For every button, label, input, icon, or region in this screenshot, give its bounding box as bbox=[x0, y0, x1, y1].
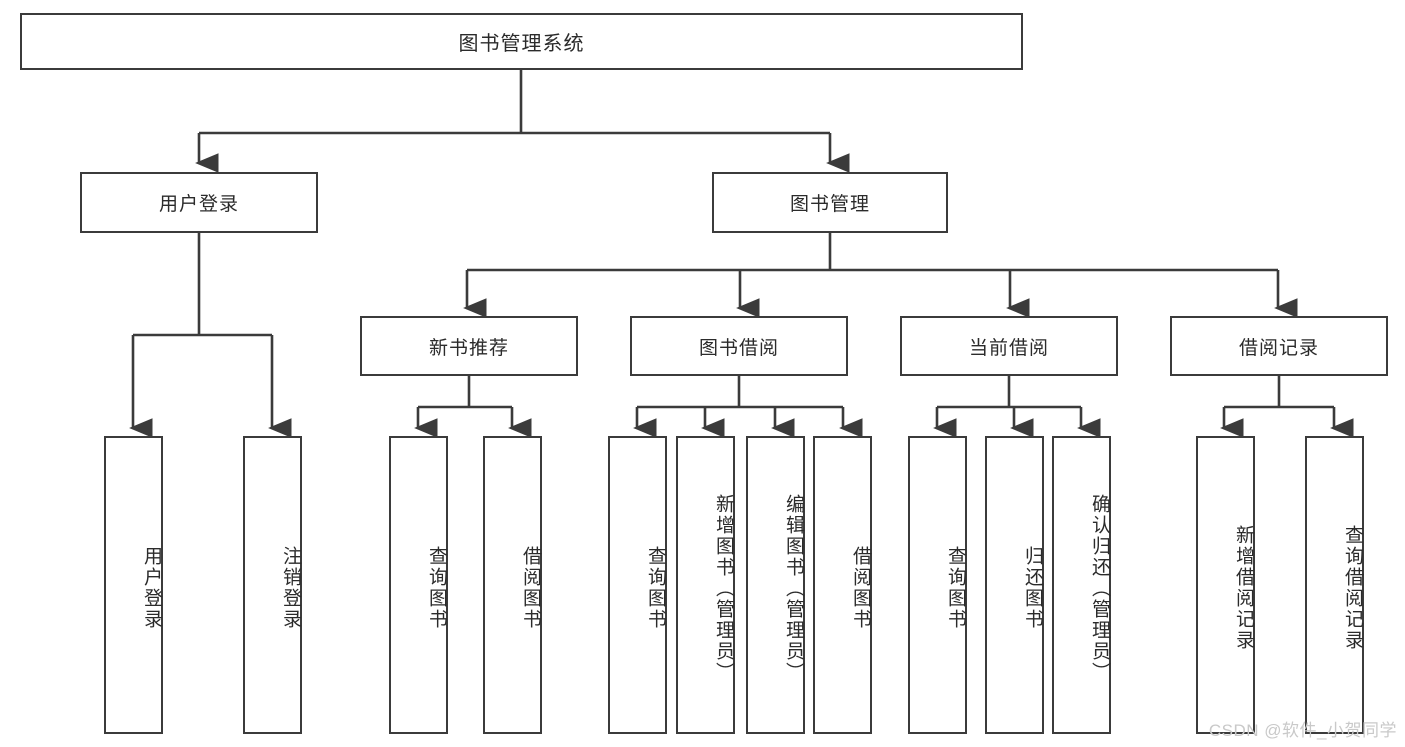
node-label: 图书管理 bbox=[789, 194, 870, 215]
node-new-book-recommend[interactable]: 新书推荐 bbox=[360, 316, 578, 376]
leaf-borrow-edit-book-admin[interactable]: 编辑图书（管理员） bbox=[746, 436, 805, 734]
node-label: 借阅记录 bbox=[1238, 337, 1319, 359]
node-label: 当前借阅 bbox=[968, 337, 1049, 359]
node-label: 查询图书 bbox=[645, 546, 666, 630]
leaf-current-return-book[interactable]: 归还图书 bbox=[985, 436, 1044, 734]
node-label: 新增图书（管理员） bbox=[713, 493, 734, 683]
leaf-borrow-query-book[interactable]: 查询图书 bbox=[608, 436, 667, 734]
node-label: 查询图书 bbox=[426, 546, 447, 630]
node-label: 用户登录 bbox=[141, 546, 162, 630]
leaf-borrow-borrow-book[interactable]: 借阅图书 bbox=[813, 436, 872, 734]
node-book-borrow[interactable]: 图书借阅 bbox=[630, 316, 848, 376]
leaf-recommend-borrow-book[interactable]: 借阅图书 bbox=[483, 436, 542, 734]
node-label: 新书推荐 bbox=[428, 337, 509, 359]
node-label: 图书管理系统 bbox=[458, 33, 585, 55]
leaf-current-confirm-return-admin[interactable]: 确认归还（管理员） bbox=[1052, 436, 1111, 734]
leaf-current-query-book[interactable]: 查询图书 bbox=[908, 436, 967, 734]
leaf-borrow-add-book-admin[interactable]: 新增图书（管理员） bbox=[676, 436, 735, 734]
node-label: 查询图书 bbox=[945, 546, 966, 630]
node-label: 归还图书 bbox=[1022, 546, 1043, 630]
leaf-record-query-borrow-record[interactable]: 查询借阅记录 bbox=[1305, 436, 1364, 734]
node-borrow-record[interactable]: 借阅记录 bbox=[1170, 316, 1388, 376]
leaf-recommend-query-book[interactable]: 查询图书 bbox=[389, 436, 448, 734]
node-book-management[interactable]: 图书管理 bbox=[712, 172, 948, 233]
node-label: 查询借阅记录 bbox=[1342, 525, 1363, 651]
node-label: 确认归还（管理员） bbox=[1089, 493, 1110, 683]
node-root-system[interactable]: 图书管理系统 bbox=[20, 13, 1023, 70]
node-label: 借阅图书 bbox=[520, 546, 541, 630]
leaf-record-add-borrow-record[interactable]: 新增借阅记录 bbox=[1196, 436, 1255, 734]
node-label: 新增借阅记录 bbox=[1233, 525, 1254, 651]
node-label: 借阅图书 bbox=[850, 546, 871, 630]
node-label: 编辑图书（管理员） bbox=[783, 493, 804, 683]
leaf-user-login[interactable]: 用户登录 bbox=[104, 436, 163, 734]
node-current-borrow[interactable]: 当前借阅 bbox=[900, 316, 1118, 376]
node-user-login[interactable]: 用户登录 bbox=[80, 172, 318, 233]
node-label: 用户登录 bbox=[158, 194, 239, 215]
node-label: 注销登录 bbox=[280, 546, 301, 630]
csdn-watermark: CSDN @软件_小贺同学 bbox=[1208, 721, 1397, 740]
leaf-user-logout[interactable]: 注销登录 bbox=[243, 436, 302, 734]
node-label: 图书借阅 bbox=[698, 337, 779, 359]
